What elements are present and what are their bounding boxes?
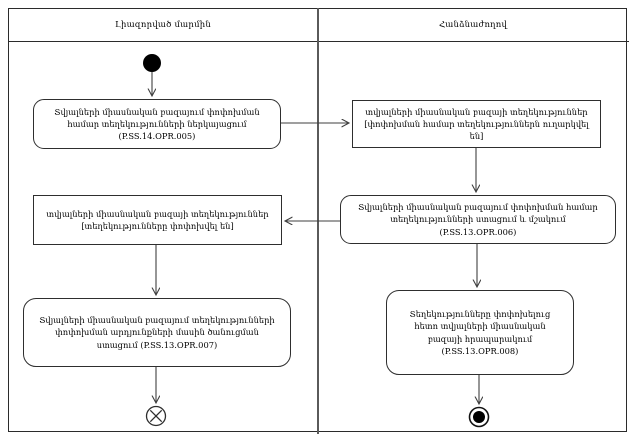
- node-label: Տվյալների միասնական բազայում տեղեկությու…: [39, 315, 275, 350]
- lane-header-commission: Հանձնաժողով: [319, 8, 627, 41]
- flow-final-node-icon: [145, 405, 167, 427]
- activity-final-node-icon: [468, 406, 490, 428]
- node-label: Տվյալների միասնական բազայում փոփոխման հա…: [54, 106, 260, 141]
- lane-divider: [317, 8, 319, 434]
- lane-label: Հանձնաժողով: [438, 19, 508, 30]
- lane-label: Լիազորված մարմին: [115, 19, 211, 30]
- object-node-info-sent: տվյալների միասնական բազայի տեղեկությունն…: [352, 100, 601, 148]
- activity-node-receive-process-info: Տվյալների միասնական բազայում փոփոխման հա…: [340, 195, 616, 244]
- node-label: տվյալների միասնական բազայի տեղեկությունն…: [364, 106, 589, 141]
- lane-header-authorized-body: Լիազորված մարմին: [9, 8, 317, 41]
- initial-node-icon: [143, 54, 161, 72]
- activity-node-publish-database: Տեղեկությունները փոփոխելուց հետո տվյալնե…: [386, 290, 574, 375]
- node-label: Տեղեկությունները փոփոխելուց հետո տվյալնե…: [409, 309, 551, 356]
- node-label: տվյալների միասնական բազայի տեղեկությունն…: [46, 208, 269, 231]
- activity-node-receive-notification: Տվյալների միասնական բազայում տեղեկությու…: [23, 298, 291, 367]
- activity-node-submit-info: Տվյալների միասնական բազայում փոփոխման հա…: [33, 99, 281, 149]
- object-node-info-changed: տվյալների միասնական բազայի տեղեկությունն…: [33, 195, 282, 245]
- node-label: Տվյալների միասնական բազայում փոփոխման հա…: [358, 202, 598, 237]
